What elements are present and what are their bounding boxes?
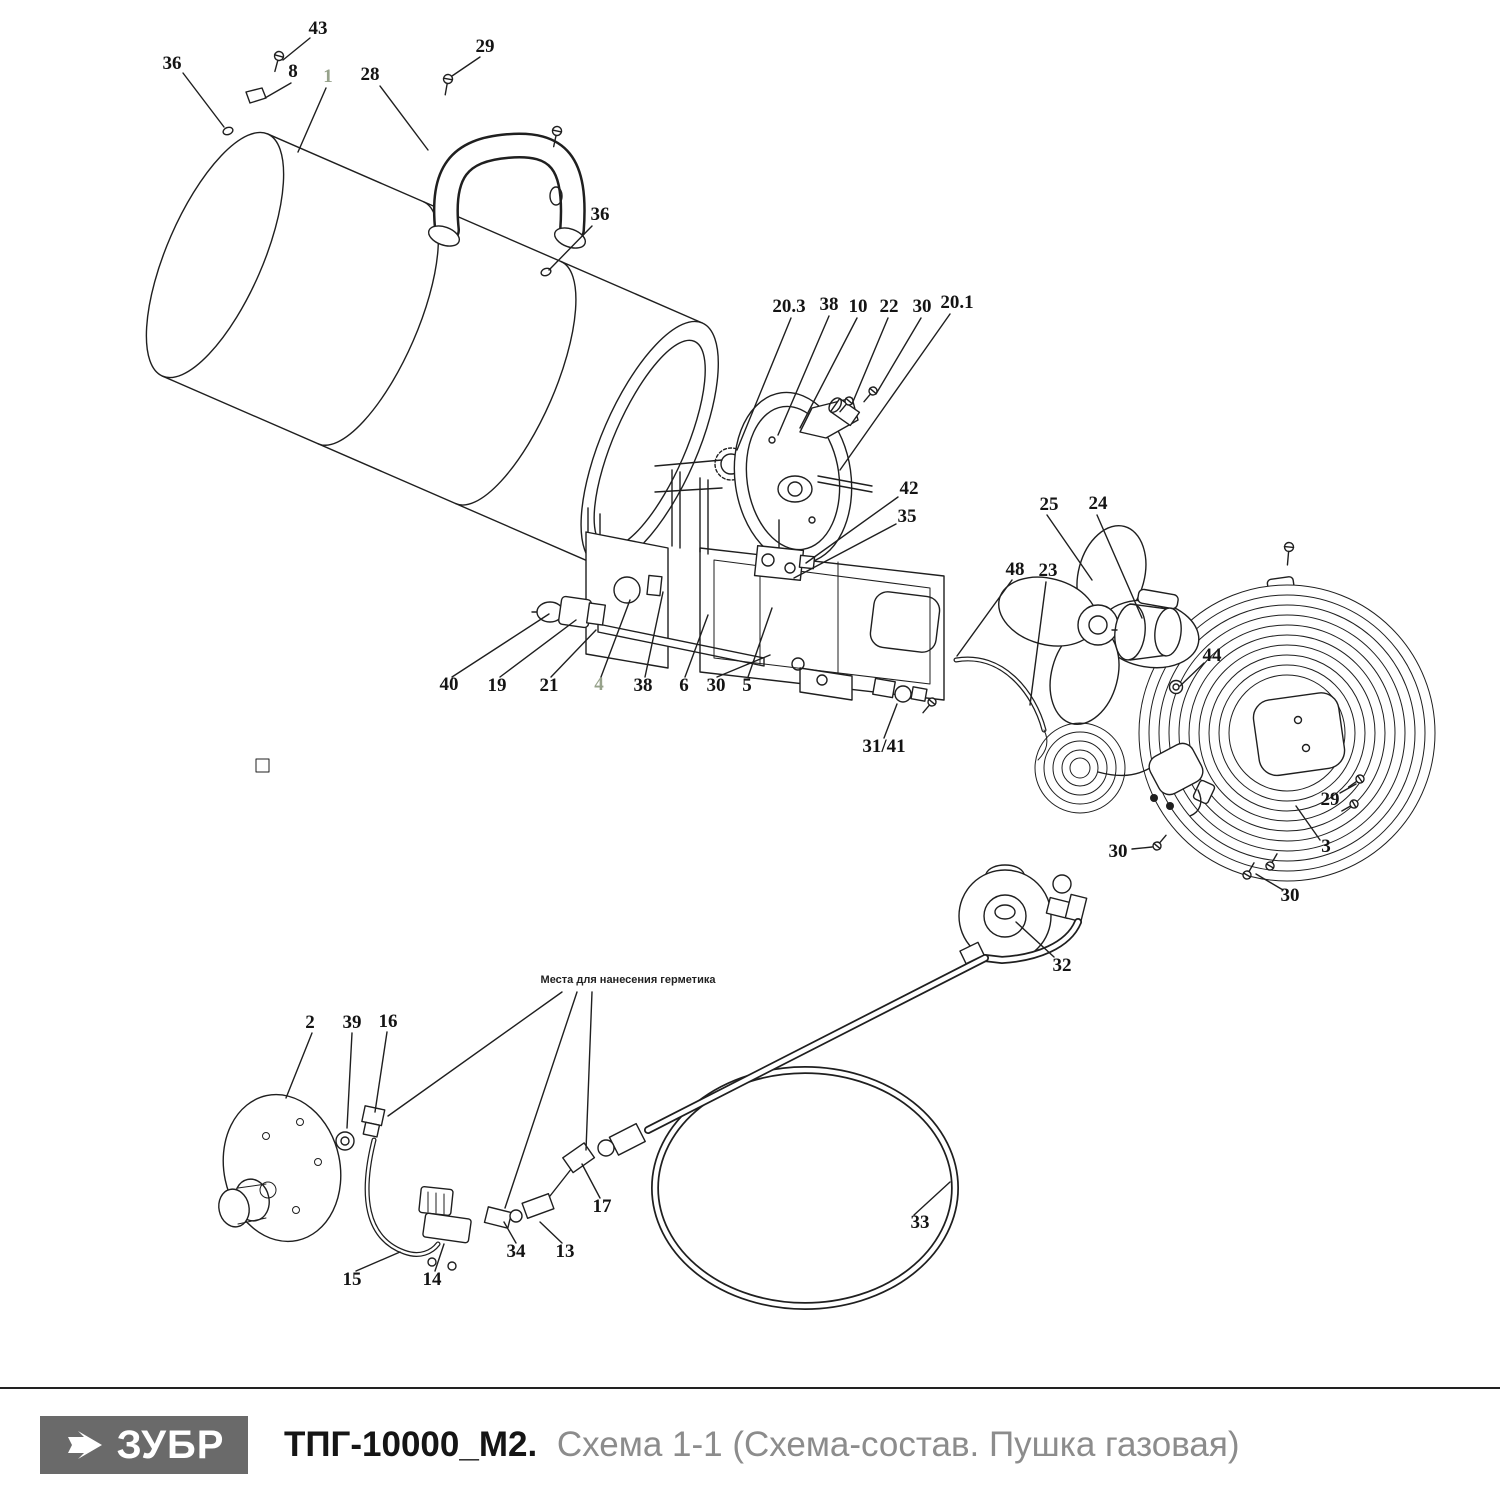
sealant-note-label: Места для нанесения герметика	[540, 974, 716, 986]
end-plate-assembly	[218, 1093, 342, 1243]
regulator	[958, 864, 1088, 963]
screws	[222, 50, 1365, 880]
motor	[1111, 588, 1182, 661]
gas-inlet-fitting	[872, 677, 937, 714]
zubr-logo-icon	[67, 1430, 102, 1459]
support-straps	[587, 469, 709, 555]
burner-assembly	[654, 391, 873, 582]
fan-guard	[1138, 541, 1436, 882]
schema-subtitle: Схема 1-1 (Схема-состав. Пушка газовая)	[556, 1424, 1240, 1464]
power-plug	[1097, 742, 1204, 817]
barrel	[145, 131, 720, 568]
handle	[427, 132, 587, 249]
zubr-logo: ЗУБР	[40, 1415, 248, 1474]
footer: ЗУБР ТПГ-10000_М2. Схема 1-1 (Схема-сост…	[0, 1387, 1500, 1500]
gas-hose	[597, 918, 1082, 1310]
small-square-mark	[255, 758, 270, 773]
washer	[1168, 679, 1184, 695]
gas-coil	[953, 656, 1126, 814]
model-name: ТПГ-10000_М2.	[284, 1424, 538, 1464]
footer-title: ТПГ-10000_М2. Схема 1-1 (Схема-состав. П…	[284, 1425, 1239, 1465]
pilot-valve-assembly	[335, 1105, 596, 1271]
leader-lines	[182, 37, 1357, 1272]
chassis	[585, 531, 945, 701]
zubr-logo-text: ЗУБР	[116, 1422, 225, 1467]
